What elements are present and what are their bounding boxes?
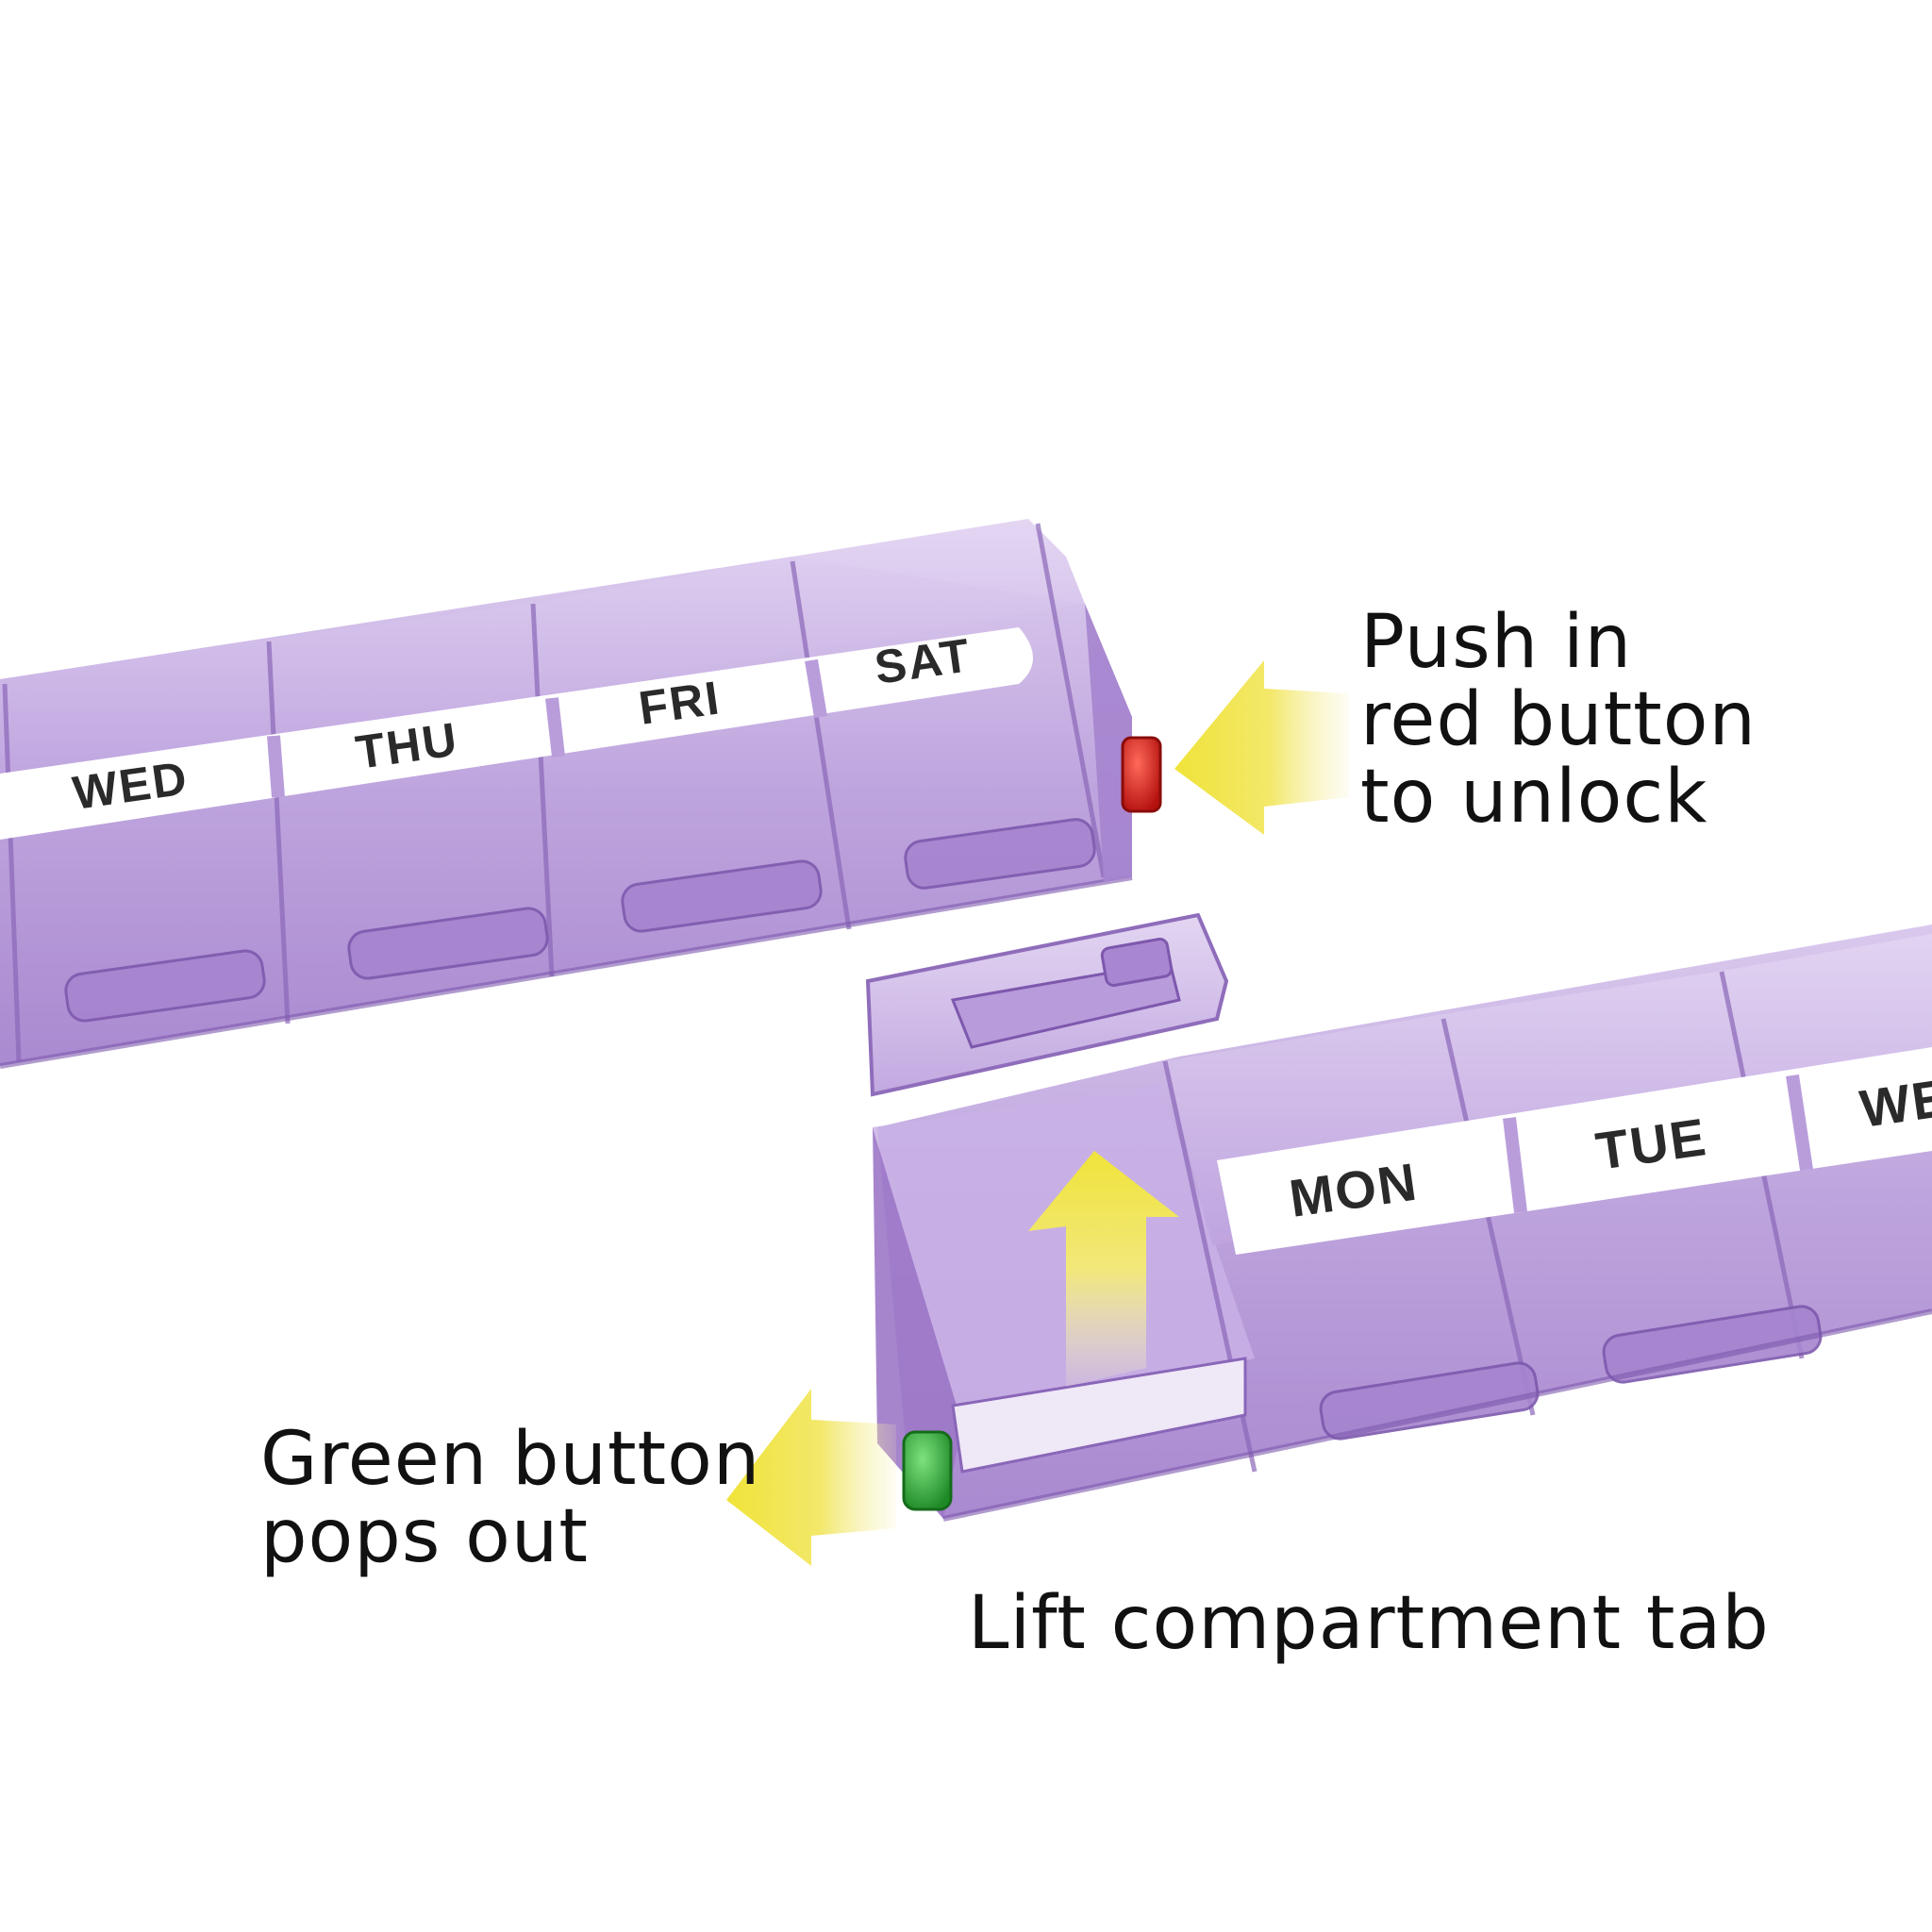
callout-line: Green button — [260, 1417, 761, 1502]
arrow-left-icon — [1174, 660, 1349, 835]
callout-line: red button — [1360, 677, 1757, 762]
open-compartment-lid-icon — [865, 912, 1229, 1097]
arrow-left-icon — [726, 1389, 896, 1566]
callout-lift-tab: Lift compartment tab — [968, 1585, 1770, 1662]
callout-line: to unlock — [1360, 755, 1708, 840]
bottom-day-label: WE — [1857, 1067, 1932, 1138]
top-day-label: FRI — [636, 671, 724, 735]
callout-line: Lift compartment tab — [968, 1581, 1770, 1666]
callout-line: Push in — [1360, 600, 1633, 685]
arrow-up-icon — [1028, 1151, 1179, 1387]
red-unlock-button-icon[interactable] — [1121, 736, 1162, 813]
callout-line: pops out — [260, 1494, 589, 1579]
bottom-pill-strip: MON TUE WE — [865, 912, 1932, 1522]
callout-push-red-button: Push in red button to unlock — [1360, 604, 1757, 836]
callout-green-button: Green button pops out — [260, 1421, 760, 1575]
green-release-button-icon[interactable] — [902, 1430, 953, 1511]
top-pill-strip: WED THU FRI SAT — [0, 519, 1162, 1069]
